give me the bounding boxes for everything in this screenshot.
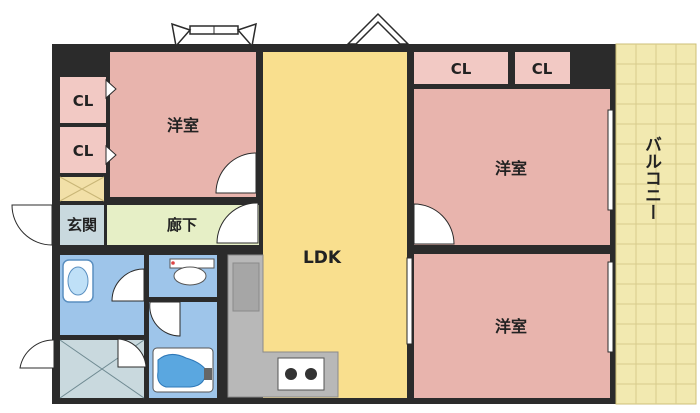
balcony-label: バルコニー	[641, 135, 662, 220]
corridor-label: 廊下	[167, 216, 197, 234]
entrance	[60, 205, 104, 245]
closet-west-upper-label: CL	[73, 92, 94, 110]
ldk-room	[263, 52, 407, 398]
western-room-se	[414, 254, 610, 398]
closet-west-upper	[60, 77, 106, 123]
western-room-ne-label: 洋室	[495, 159, 527, 178]
closet-north-1-label: CL	[451, 60, 472, 78]
western-room-ne	[414, 89, 610, 245]
ldk-label: LDK	[303, 248, 342, 268]
closet-north-2-label: CL	[532, 60, 553, 78]
closet-west-lower-label: CL	[73, 142, 94, 160]
closet-north-1	[414, 52, 508, 84]
kitchen-counter	[227, 254, 339, 398]
bathtub-icon	[152, 347, 214, 393]
western-room-se-label: 洋室	[495, 317, 527, 336]
door-swing-icon	[11, 152, 455, 369]
closet-door-icon	[105, 78, 117, 166]
toilet-icon	[169, 258, 215, 286]
western-room-nw-label: 洋室	[167, 116, 199, 135]
stove-icon	[277, 357, 325, 391]
window-icon	[171, 12, 614, 353]
balcony: バルコニー	[615, 43, 697, 405]
entrance-label: 玄関	[67, 216, 97, 234]
closet-west-lower	[60, 127, 106, 173]
washbasin-icon	[62, 259, 94, 303]
closet-north-2	[515, 52, 570, 84]
